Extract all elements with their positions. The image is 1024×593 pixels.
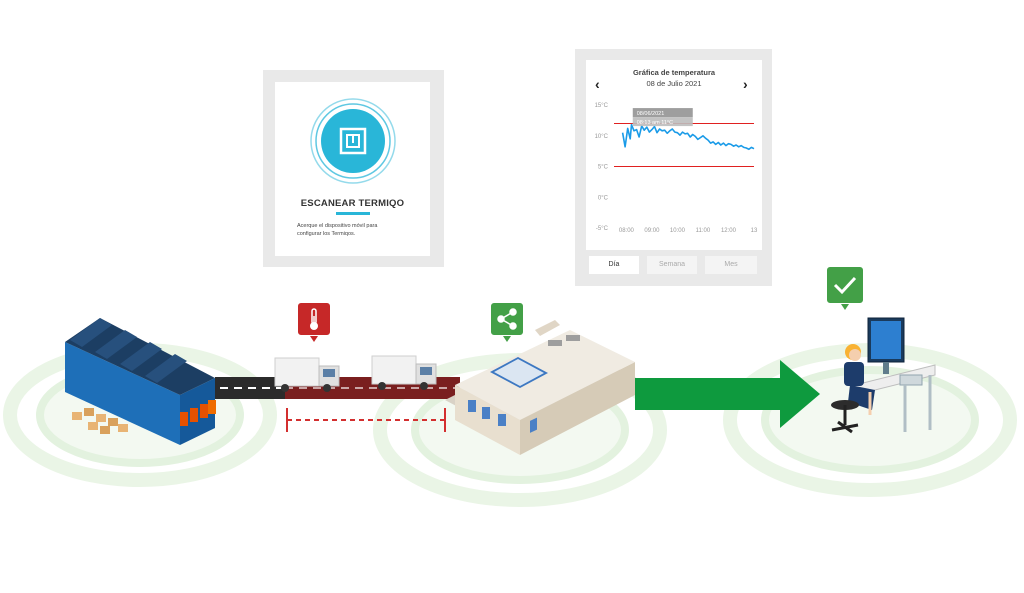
tooltip-box	[632, 108, 693, 118]
tab-mes[interactable]: Mes	[705, 256, 757, 274]
x-tick-label: 10:00	[670, 228, 686, 234]
x-tick-label: 08:00	[619, 228, 635, 234]
share-icon	[497, 308, 517, 330]
y-tick-label: 10°C	[595, 134, 609, 140]
scan-card-frame: ESCANEAR TERMIQO Acerque el dispositivo …	[263, 70, 444, 267]
scan-description: Acerque el dispositivo móvil para config…	[297, 223, 378, 237]
store-building-icon	[445, 320, 640, 455]
nfc-scan-icon	[310, 98, 396, 184]
check-badge	[825, 265, 865, 310]
scan-title-underline	[336, 212, 370, 215]
alert-segment	[286, 408, 446, 432]
tooltip-value: 08:13 am 11°C	[637, 120, 673, 126]
x-tick-label: 11:00	[696, 228, 711, 234]
temperature-card: Gráfica de temperatura 08 de Julio 2021 …	[586, 60, 762, 250]
tab-semana[interactable]: Semana	[647, 256, 697, 274]
temperature-card-frame: Gráfica de temperatura 08 de Julio 2021 …	[575, 49, 772, 286]
share-badge	[489, 301, 525, 342]
user-at-desk-icon	[831, 317, 936, 434]
scan-card: ESCANEAR TERMIQO Acerque el dispositivo …	[275, 82, 430, 256]
thermometer-icon	[310, 308, 318, 330]
y-tick-label: 0°C	[598, 195, 609, 201]
truck-icon	[371, 355, 437, 390]
y-tick-label: 15°C	[595, 103, 609, 109]
temperature-series-line	[621, 123, 755, 151]
tooltip-box	[632, 117, 693, 127]
y-tick-label: -5°C	[596, 226, 609, 232]
delivery-arrow	[635, 360, 820, 428]
scan-title: ESCANEAR TERMIQO	[300, 198, 405, 209]
tab-dia[interactable]: Día	[589, 256, 639, 274]
thermometer-badge	[296, 301, 332, 342]
y-tick-label: 5°C	[598, 165, 609, 171]
warehouse-icon	[65, 318, 216, 445]
x-tick-label: 12:00	[721, 228, 737, 234]
x-tick-label: 09:00	[644, 228, 660, 234]
temperature-chart: 15°C 10°C 5°C 0°C -5°C 08:00 09:00 10:00 11:00 12…	[595, 103, 758, 234]
chart-title: Gráfica de temperatura	[632, 68, 716, 77]
truck-icon	[274, 357, 340, 392]
x-tick-label: 13	[751, 228, 758, 234]
check-icon	[833, 276, 857, 295]
tooltip-date: 08/06/2021	[637, 111, 665, 117]
chevron-left-icon[interactable]: ‹	[595, 76, 600, 92]
chart-date: 08 de Julio 2021	[646, 79, 702, 88]
halo-right	[723, 343, 1017, 497]
chevron-right-icon[interactable]: ›	[743, 76, 748, 92]
